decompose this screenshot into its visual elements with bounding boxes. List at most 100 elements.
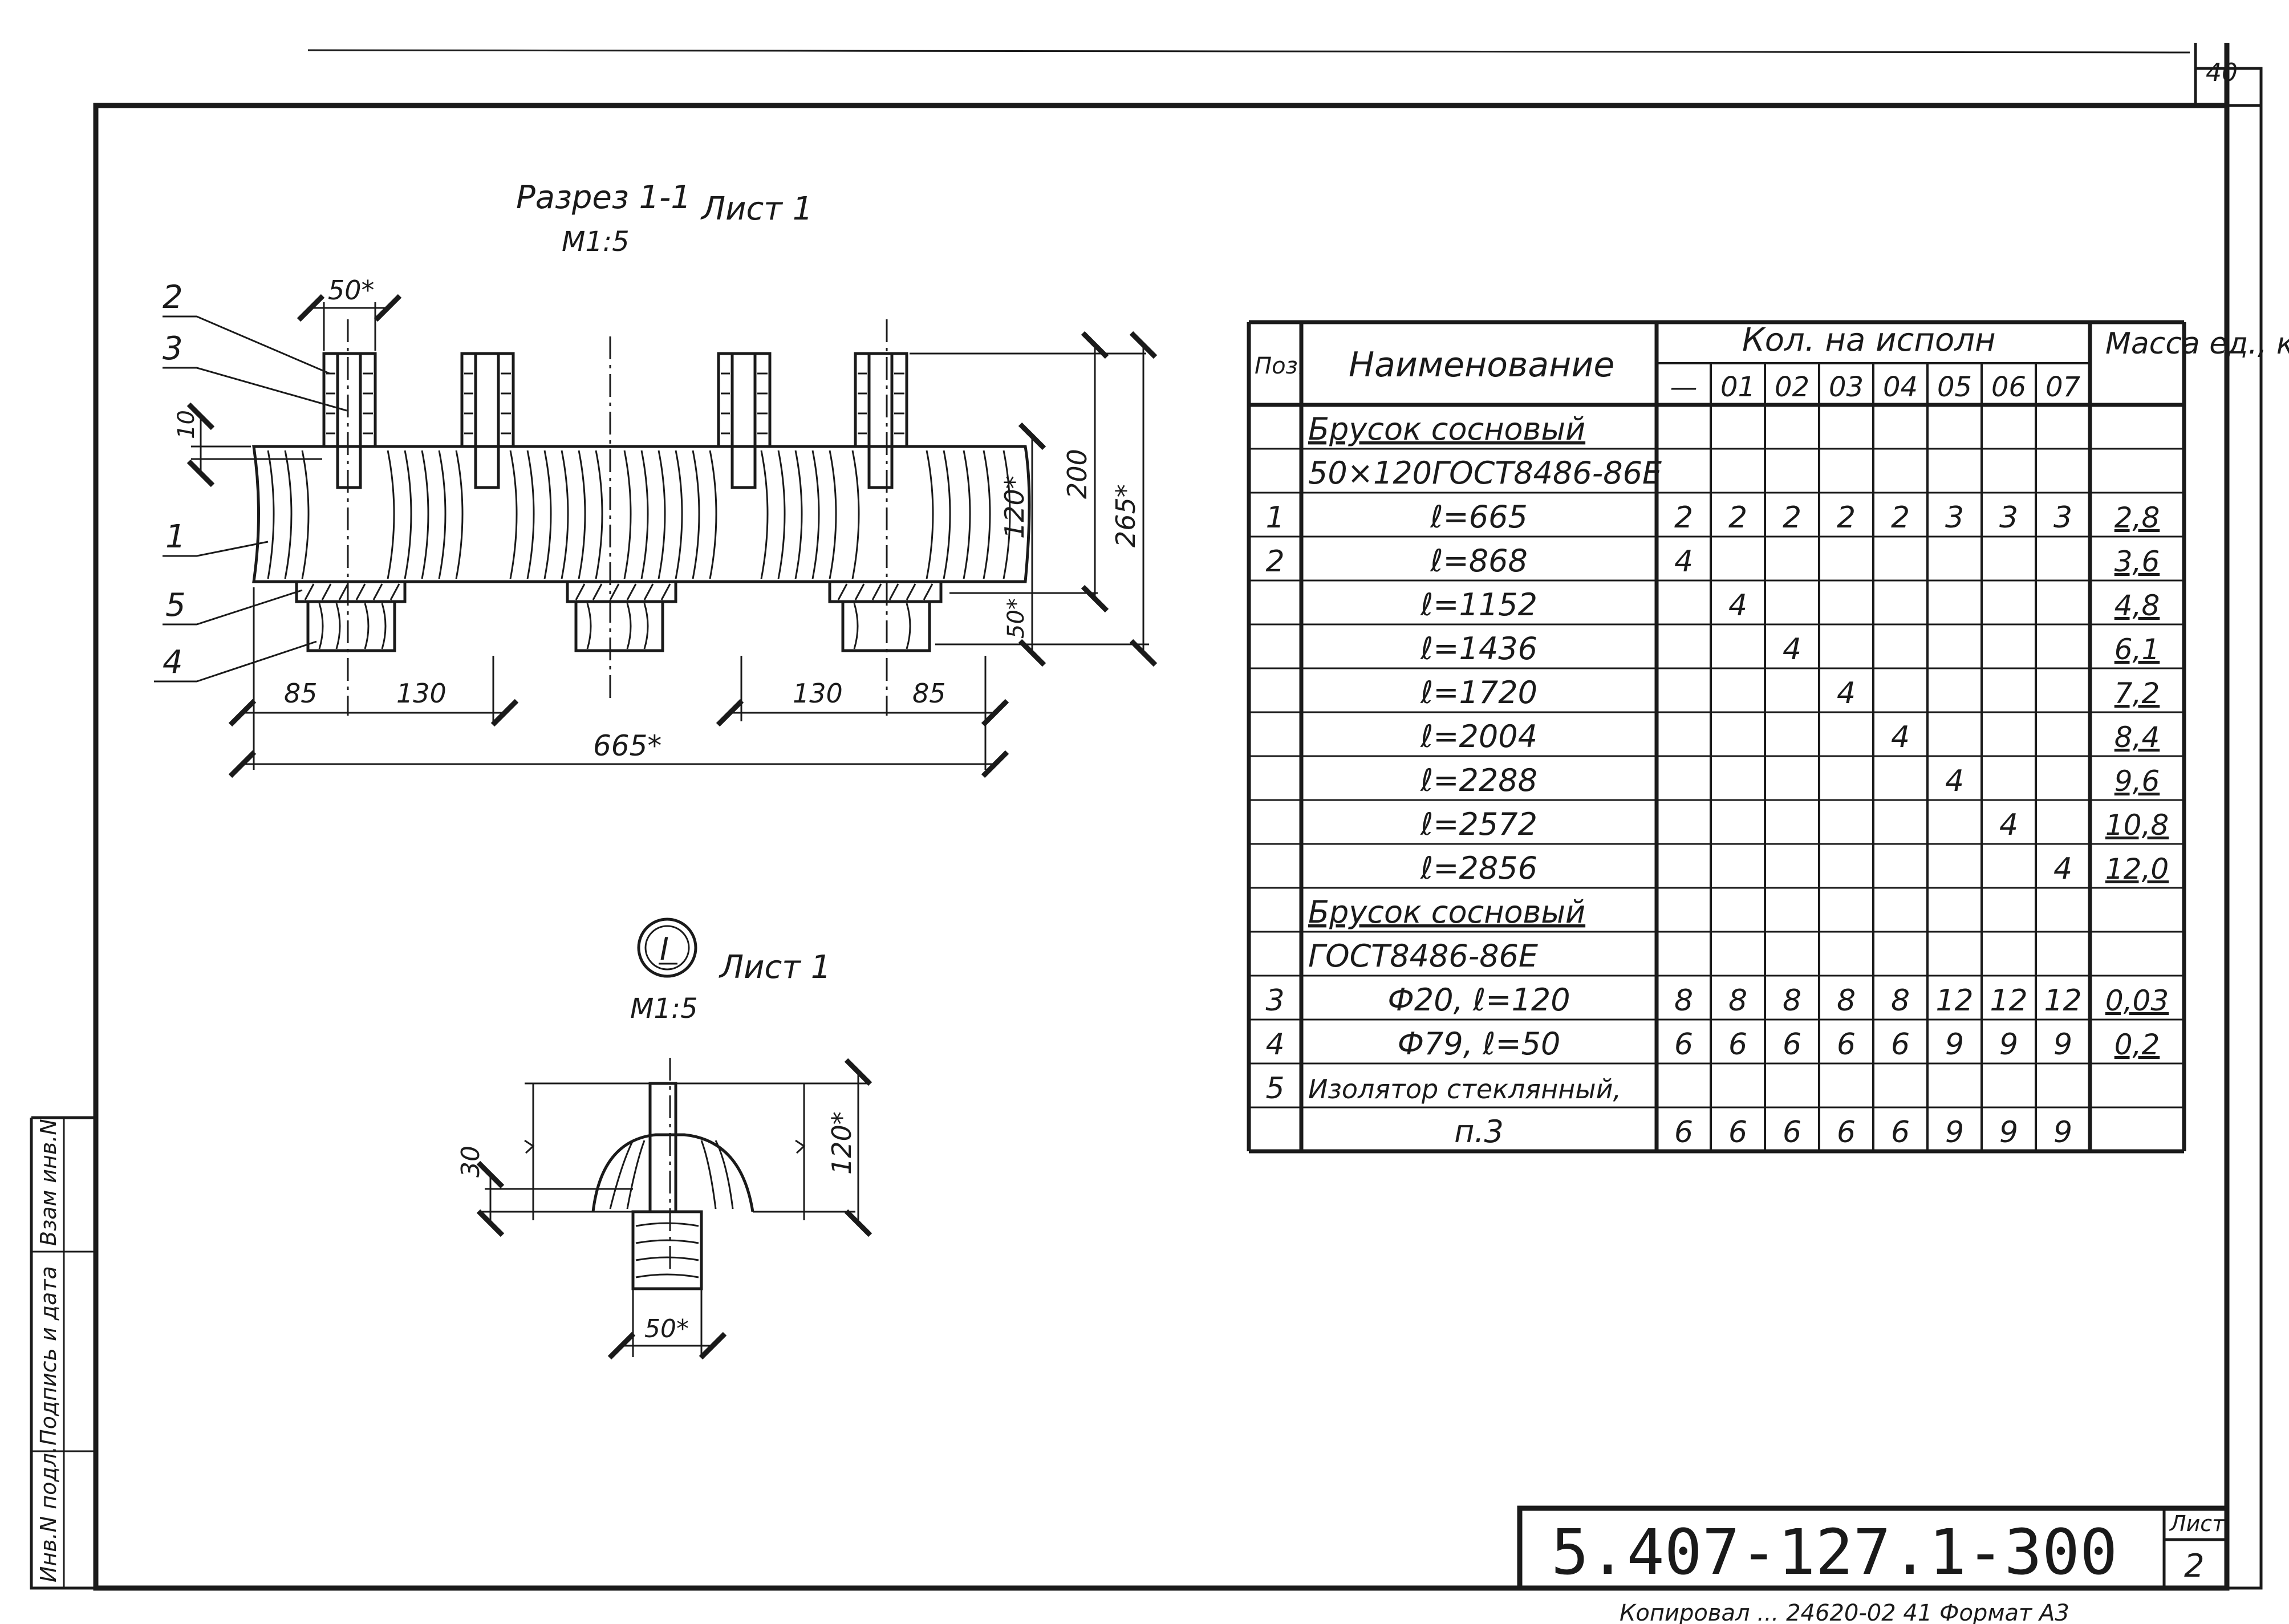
pins xyxy=(322,352,908,489)
spec-header-qty: Кол. на исполн xyxy=(1742,322,1996,359)
variant-header: 03 xyxy=(1829,371,1864,403)
pin-3 xyxy=(717,352,772,489)
row-position: 3 xyxy=(1265,984,1284,1018)
dim-total: 665* xyxy=(593,729,661,762)
position-label-1: 1 xyxy=(165,518,186,555)
row-mass: 6,1 xyxy=(2115,633,2160,666)
row-qty: 6 xyxy=(1728,1115,1747,1150)
row-name: ℓ=2288 xyxy=(1420,762,1537,798)
row-name: 50×120ГОСТ8486-86Е xyxy=(1308,455,1662,491)
row-qty: 2 xyxy=(1891,501,1910,535)
variant-header: 02 xyxy=(1775,371,1809,403)
row-position: 1 xyxy=(1265,501,1284,535)
dim-top-width: 50* xyxy=(328,275,375,306)
row-mass: 10,8 xyxy=(2105,809,2169,842)
section-scale: М1:5 xyxy=(562,226,630,258)
row-name: Ф20, ℓ=120 xyxy=(1387,982,1570,1018)
position-label-3: 3 xyxy=(163,330,183,367)
position-label-2: 2 xyxy=(163,279,183,316)
pin-2 xyxy=(460,352,515,489)
row-qty: 12 xyxy=(1990,984,2027,1018)
row-qty: 2 xyxy=(1783,501,1801,535)
node-I-view: I Лист 1 М1:5 30 120* xyxy=(456,917,872,1360)
row-qty: 4 xyxy=(2053,852,2072,886)
dim-left-130: 130 xyxy=(396,678,447,709)
row-qty: 2 xyxy=(1728,501,1747,535)
sheet-frame xyxy=(93,43,2263,1591)
section-title: Разрез 1-1 xyxy=(516,179,691,216)
row-name: ℓ=665 xyxy=(1430,499,1528,535)
row-qty: 9 xyxy=(1999,1028,2018,1062)
node-number: I xyxy=(660,931,669,967)
row-name: ℓ=1152 xyxy=(1420,587,1537,623)
row-qty: 4 xyxy=(1674,545,1693,579)
row-position: 2 xyxy=(1265,545,1284,579)
row-qty: 8 xyxy=(1783,984,1801,1018)
row-qty: 6 xyxy=(1728,1028,1747,1062)
specification-grid xyxy=(1247,320,2186,1154)
table-row: ℓ=1152 4 4,8 xyxy=(1420,587,2160,623)
bottom-blocks xyxy=(295,580,943,652)
row-qty: 6 xyxy=(1674,1028,1693,1062)
specification-table: Поз. Наименование Кол. на исполн Масса е… xyxy=(1247,320,2289,1154)
side-stamp-inv: Инв.N подл. xyxy=(36,1446,61,1582)
row-qty: 4 xyxy=(1837,676,1856,710)
row-qty: 6 xyxy=(1891,1028,1910,1062)
row-mass: 4,8 xyxy=(2115,589,2160,622)
row-mass: 0,03 xyxy=(2105,984,2169,1017)
variant-header: 06 xyxy=(1991,371,2026,403)
row-mass: 9,6 xyxy=(2115,765,2160,798)
spec-header-name: Наименование xyxy=(1349,345,1614,385)
dim-right-130: 130 xyxy=(793,678,843,709)
row-name: Брусок сосновый xyxy=(1308,411,1585,447)
row-name: ℓ=2856 xyxy=(1420,850,1537,886)
row-qty: 4 xyxy=(1891,720,1910,754)
dim-height-50: 50* xyxy=(1003,598,1029,639)
position-label-4: 4 xyxy=(163,644,183,681)
side-stamp: Инв.N подл. Подпись и дата Взам инв.N xyxy=(30,1116,96,1590)
row-qty: 8 xyxy=(1891,984,1910,1018)
table-row: ℓ=2288 4 9,6 xyxy=(1420,762,2160,798)
node-dim-30: 30 xyxy=(456,1146,485,1178)
variant-header: 01 xyxy=(1720,371,1755,403)
section-ref: Лист 1 xyxy=(700,190,813,228)
pin-1 xyxy=(322,352,377,489)
timber-beam xyxy=(252,445,1031,583)
row-qty: 6 xyxy=(1891,1115,1910,1150)
row-qty: 12 xyxy=(2044,984,2081,1018)
variant-header: 07 xyxy=(2046,371,2081,403)
row-qty: 8 xyxy=(1837,984,1856,1018)
dim-height-265: 265* xyxy=(1110,484,1141,547)
row-name: ℓ=2004 xyxy=(1420,718,1537,754)
row-qty: 2 xyxy=(1837,501,1856,535)
bottom-block-3 xyxy=(828,580,943,652)
row-qty: 3 xyxy=(1999,501,2018,535)
row-position: 5 xyxy=(1265,1071,1284,1106)
row-qty: 2 xyxy=(1674,501,1693,535)
row-qty: 4 xyxy=(1945,764,1964,798)
node-ref: Лист 1 xyxy=(719,949,831,986)
row-mass: 0,2 xyxy=(2115,1028,2160,1061)
section-dimensions xyxy=(186,294,1158,778)
row-qty: 6 xyxy=(1837,1115,1856,1150)
row-qty: 9 xyxy=(1999,1115,2018,1150)
table-row: Брусок сосновый xyxy=(1308,411,1585,447)
row-name: ГОСТ8486-86Е xyxy=(1308,938,1539,974)
table-row: 50×120ГОСТ8486-86Е xyxy=(1308,455,1662,491)
row-mass: 3,6 xyxy=(2115,545,2160,578)
row-qty: 6 xyxy=(1783,1028,1801,1062)
dim-height-200: 200 xyxy=(1062,449,1093,499)
node-detail xyxy=(591,1058,754,1290)
section-1-1-view: Разрез 1-1 Лист 1 М1:5 xyxy=(154,179,1158,778)
bottom-block-1 xyxy=(295,580,407,652)
title-sheet-no: 2 xyxy=(2184,1548,2205,1585)
row-qty: 4 xyxy=(1999,808,2018,842)
node-dim-50: 50* xyxy=(644,1314,689,1343)
variant-header: — xyxy=(1670,371,1698,403)
row-qty: 4 xyxy=(1728,588,1747,623)
